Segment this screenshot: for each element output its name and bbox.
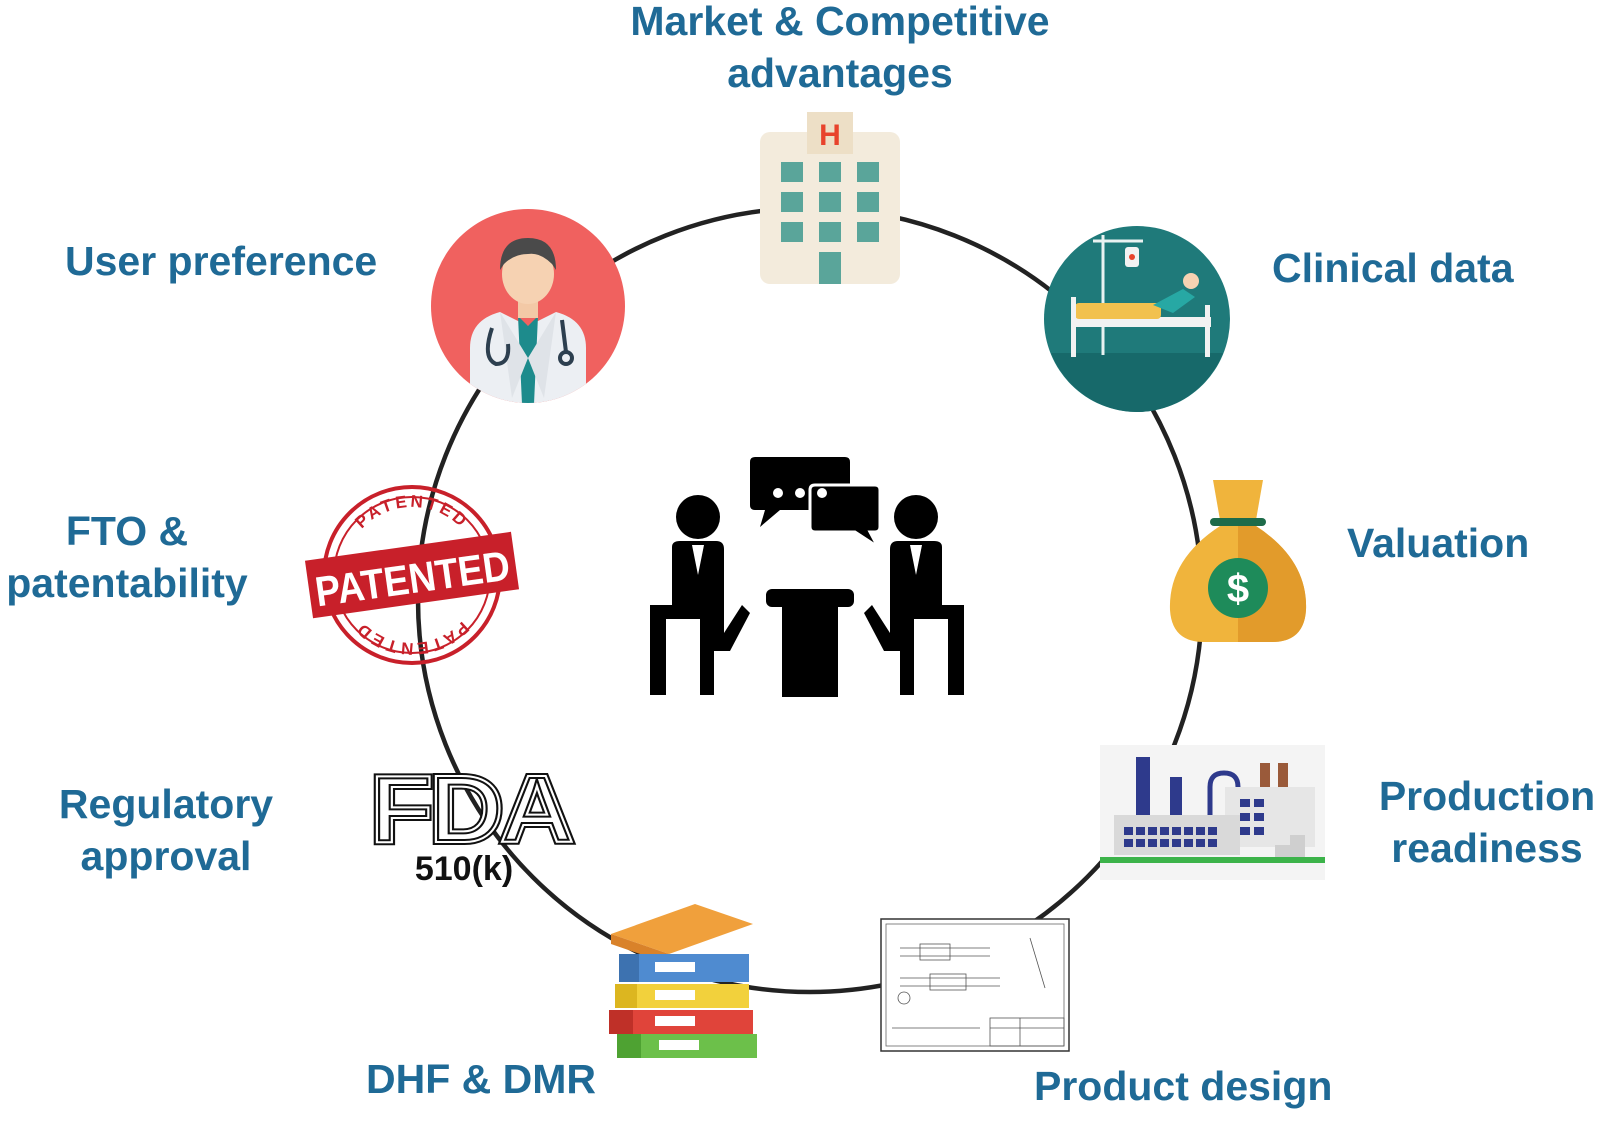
meeting-icon: [650, 457, 964, 697]
blueprint-icon: [880, 918, 1070, 1052]
label-dhf-dmr: DHF & DMR: [366, 1056, 597, 1102]
label-valuation: Valuation: [1347, 520, 1530, 566]
fda-logo-text: FDA: [370, 760, 572, 863]
fda-510k-icon: FDA FDA 510(k): [368, 760, 578, 888]
label-user-preference: User preference: [65, 238, 378, 284]
factory-icon: [1100, 745, 1325, 880]
doctor-icon: [431, 209, 625, 403]
patented-stamp-icon: PATENTED PATENTED PATENTED: [304, 485, 520, 665]
dollar-sign: $: [1227, 567, 1249, 611]
label-regulatory: Regulatory approval: [58, 781, 274, 879]
svg-text:FDA: FDA: [370, 760, 572, 863]
fda-510k-text: 510(k): [415, 850, 513, 888]
label-market: Market & Competitive advantages: [630, 0, 1050, 96]
patient-bed-icon: [1044, 226, 1230, 412]
label-fto: FTO & patentability: [6, 508, 248, 606]
label-product-design: Product design: [1034, 1063, 1333, 1109]
label-production: Production readiness: [1378, 773, 1596, 871]
hospital-letter: H: [819, 119, 841, 152]
hospital-icon: H: [760, 112, 900, 284]
binders-icon: [609, 904, 757, 1058]
label-clinical: Clinical data: [1272, 245, 1514, 291]
money-bag-icon: $: [1169, 480, 1307, 642]
